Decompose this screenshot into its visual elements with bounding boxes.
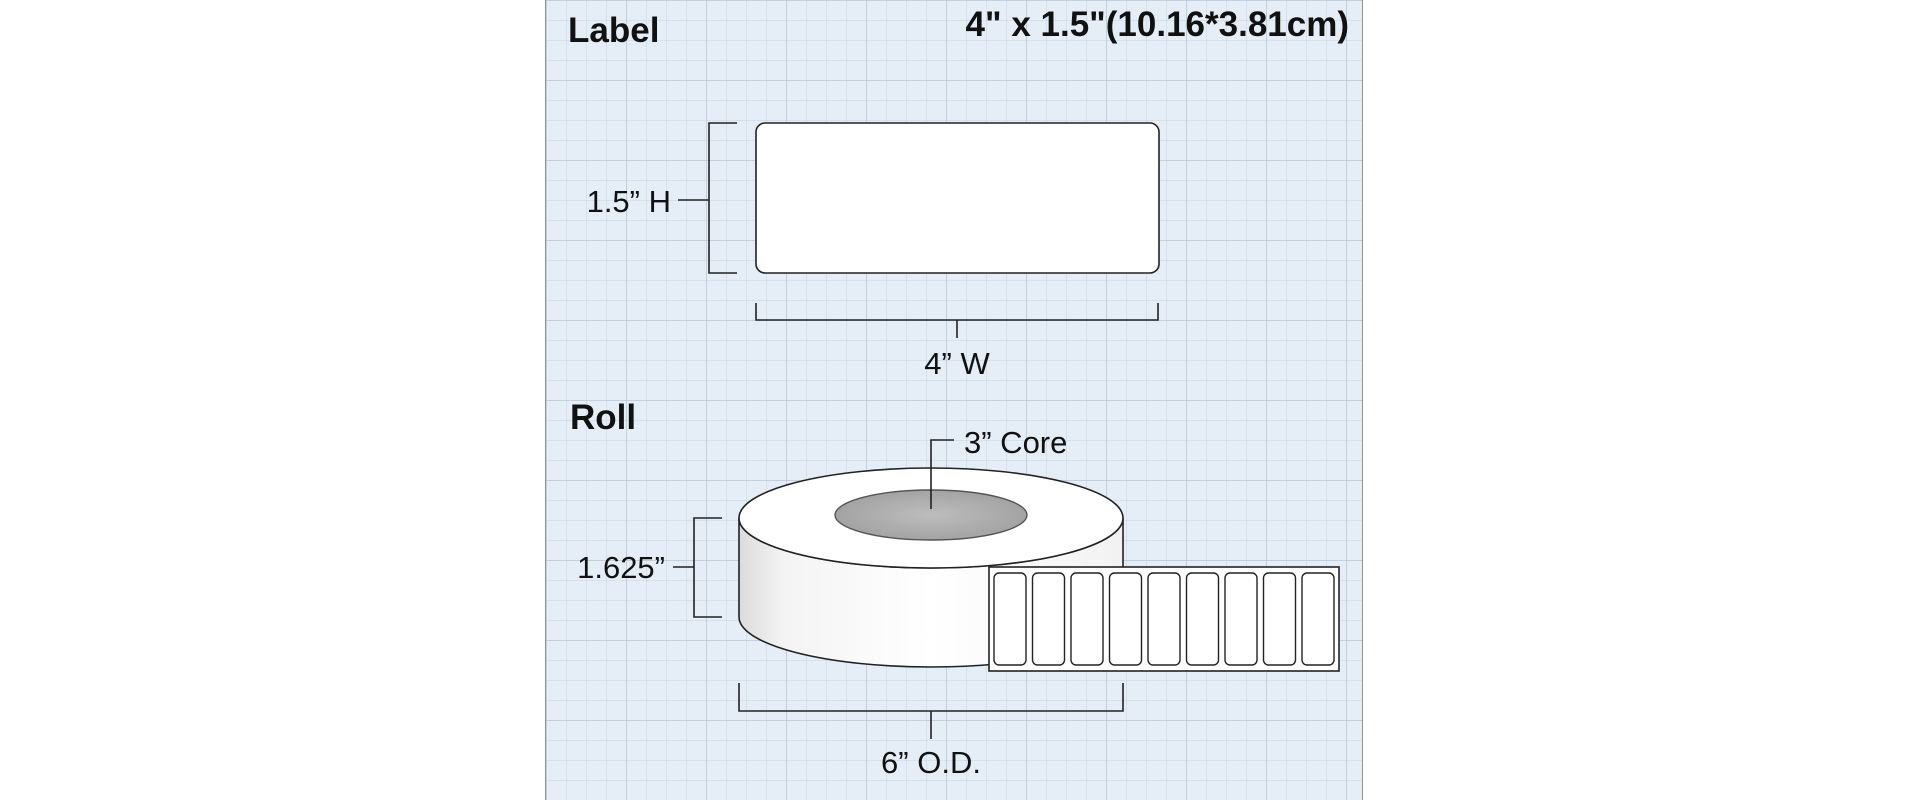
strip-label — [1224, 572, 1258, 666]
core-dimension: 3” Core — [964, 425, 1067, 460]
strip-label — [1147, 572, 1181, 666]
size-title: 4" x 1.5"(10.16*3.81cm) — [966, 5, 1349, 44]
strip-label — [993, 572, 1027, 666]
label-strip — [988, 566, 1340, 672]
roll-height-bracket — [673, 517, 722, 618]
strip-label — [1031, 572, 1066, 666]
roll-diameter-dimension: 6” O.D. — [881, 745, 981, 780]
label-width-bracket — [755, 303, 1159, 338]
label-height-bracket — [678, 122, 737, 274]
strip-label — [1108, 572, 1143, 666]
label-heading: Label — [568, 11, 659, 50]
core-leader-line — [930, 439, 954, 509]
roll-heading: Roll — [570, 398, 636, 437]
label-height-dimension: 1.5” H — [587, 184, 671, 219]
strip-label — [1262, 572, 1297, 666]
spec-diagram: Label 4" x 1.5"(10.16*3.81cm) 1.5” H 4” … — [568, 5, 1349, 780]
strip-label — [1070, 572, 1104, 666]
roll-height-dimension: 1.625” — [577, 550, 665, 585]
label-width-dimension: 4” W — [924, 346, 990, 381]
strip-label — [1185, 572, 1220, 666]
strip-label — [1301, 572, 1335, 666]
label-shape — [755, 122, 1160, 274]
spec-panel: Label 4" x 1.5"(10.16*3.81cm) 1.5” H 4” … — [545, 0, 1363, 800]
roll-diameter-bracket — [738, 683, 1124, 739]
